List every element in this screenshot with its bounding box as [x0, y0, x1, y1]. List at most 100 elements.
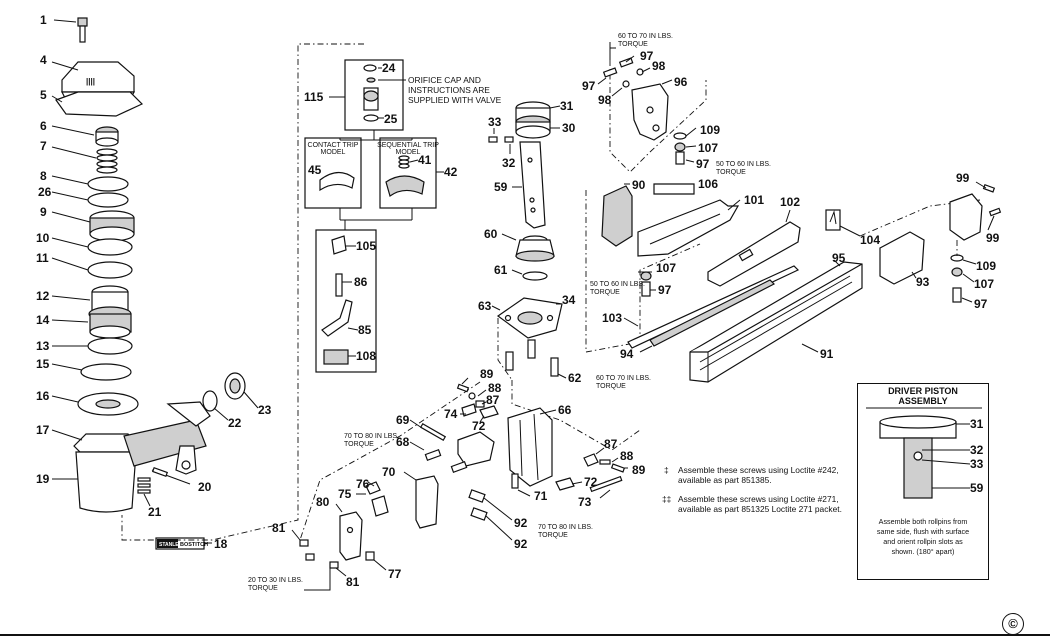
part-68-screw-b — [450, 461, 468, 473]
label-part-93: 93 — [916, 275, 930, 289]
part-94-pusher — [649, 279, 776, 347]
label-part-90: 90 — [632, 178, 646, 192]
svg-text:||||: |||| — [86, 77, 95, 86]
torque-81-line1: 20 TO 30 IN LBS. — [248, 577, 303, 584]
torque-top-line2: TORQUE — [618, 41, 648, 48]
trip-parts — [321, 235, 353, 365]
label-part-105: 105 — [356, 239, 376, 253]
assembly-dashline — [121, 43, 364, 541]
torque-62-line1: 60 TO 70 IN LBS. — [596, 375, 651, 382]
label-part-98-left: 98 — [598, 93, 612, 107]
part-80-trip — [339, 511, 363, 561]
contact-trip-label-line1: CONTACT TRIP — [308, 142, 359, 149]
label-part-16: 16 — [36, 389, 50, 403]
part-106-plate — [653, 183, 695, 195]
label-part-7: 7 — [40, 139, 47, 153]
label-part-13: 13 — [36, 339, 50, 353]
label-part-10: 10 — [36, 231, 50, 245]
label-part-92-bottom: 92 — [514, 537, 528, 551]
label-part-98-top: 98 — [652, 59, 666, 73]
label-part-86: 86 — [354, 275, 368, 289]
label-part-9: 9 — [40, 205, 47, 219]
part-104-clip — [825, 209, 841, 231]
part-72-73-parts — [555, 475, 623, 493]
label-part-15: 15 — [36, 357, 50, 371]
nose-dashline — [497, 318, 513, 381]
orifice-note-line1: ORIFICE CAP AND — [408, 75, 481, 85]
label-part-95: 95 — [832, 251, 846, 265]
label-part-99-bottom: 99 — [986, 231, 1000, 245]
label-part-34: 34 — [562, 293, 576, 307]
loctite-note1-line1: Assemble these screws using Loctite #242… — [678, 465, 839, 475]
label-part-104: 104 — [860, 233, 880, 247]
part-13-o-ring — [87, 337, 133, 355]
linkage-parts-87-88-89 — [456, 383, 485, 408]
label-part-66: 66 — [558, 403, 572, 417]
part-59-driver-blade — [519, 141, 546, 229]
torque-92-line2: TORQUE — [538, 532, 568, 539]
part-71-pin — [511, 473, 519, 489]
part-9-valve-piston — [89, 210, 135, 242]
parts-87-88-89-right — [583, 453, 626, 473]
sequential-trip-label-line1: SEQUENTIAL TRIP — [377, 142, 439, 149]
label-part-103: 103 — [602, 311, 622, 325]
label-part-32: 32 — [502, 156, 516, 170]
part-109-washer — [673, 132, 687, 140]
part-75-76-spring — [365, 481, 389, 517]
part-22-o-ring — [202, 390, 218, 412]
part-115-control-valve — [363, 64, 379, 122]
torque-62-line2: TORQUE — [596, 383, 626, 390]
part-66-safety — [507, 407, 553, 487]
part-107-lockwasher — [674, 142, 686, 152]
screws-92 — [468, 489, 488, 521]
label-part-33: 33 — [488, 115, 502, 129]
torque-top-line1: 60 TO 70 IN LBS. — [618, 33, 673, 40]
label-part-73: 73 — [578, 495, 592, 509]
part-11-o-ring — [87, 261, 133, 279]
label-part-88-left: 88 — [488, 381, 502, 395]
label-part-89-left: 89 — [480, 367, 494, 381]
part-93-bracket — [879, 231, 925, 285]
part-63-nose-adaptor — [496, 297, 563, 339]
label-part-80: 80 — [316, 495, 330, 509]
part-23-end-cap — [224, 372, 246, 400]
contact-trip-box — [304, 137, 362, 209]
screws-97-98 — [602, 57, 644, 88]
label-part-97-top-left: 97 — [582, 79, 596, 93]
part-102-follower — [707, 221, 801, 287]
label-part-31: 31 — [560, 99, 574, 113]
label-part-87-left: 87 — [486, 393, 500, 407]
label-part-85: 85 — [358, 323, 372, 337]
label-part-1: 1 — [40, 13, 47, 27]
torque-92-line1: 70 TO 80 IN LBS. — [538, 524, 593, 531]
part-61-washer — [522, 271, 548, 281]
label-part-107-right: 107 — [974, 277, 994, 291]
part-97-screw-c — [952, 287, 962, 303]
screws-81 — [299, 539, 339, 569]
inset-label-31: 31 — [970, 417, 984, 431]
lower-dashline — [299, 381, 481, 541]
part-68-screw — [424, 449, 442, 461]
label-part-94: 94 — [620, 347, 634, 361]
label-part-107-top: 107 — [698, 141, 718, 155]
label-part-88-right: 88 — [620, 449, 634, 463]
torque-97-line1: 50 TO 60 IN LBS. — [590, 281, 645, 288]
part-90-latch — [601, 185, 633, 247]
driver-piston-assembly-inset: DRIVER PISTON ASSEMBLY 31 32 33 59 Assem… — [857, 383, 989, 580]
part-107-lockwasher-b — [640, 271, 652, 281]
label-part-89-right: 89 — [632, 463, 646, 477]
part-69-pin — [419, 422, 447, 442]
part-15-o-ring — [80, 363, 132, 381]
inset-title: DRIVER PISTON ASSEMBLY — [888, 386, 958, 406]
part-101-frame — [637, 199, 740, 257]
label-part-5: 5 — [40, 88, 47, 102]
parts-33-32-rollpins — [488, 136, 514, 143]
label-part-81-left: 81 — [272, 521, 286, 535]
label-part-17: 17 — [36, 423, 50, 437]
part-1-screw — [77, 17, 88, 43]
label-part-77: 77 — [388, 567, 402, 581]
label-part-22: 22 — [228, 416, 242, 430]
part-99-rear-plate — [949, 183, 1002, 241]
label-part-8: 8 — [40, 169, 47, 183]
part-68-block — [457, 431, 495, 467]
